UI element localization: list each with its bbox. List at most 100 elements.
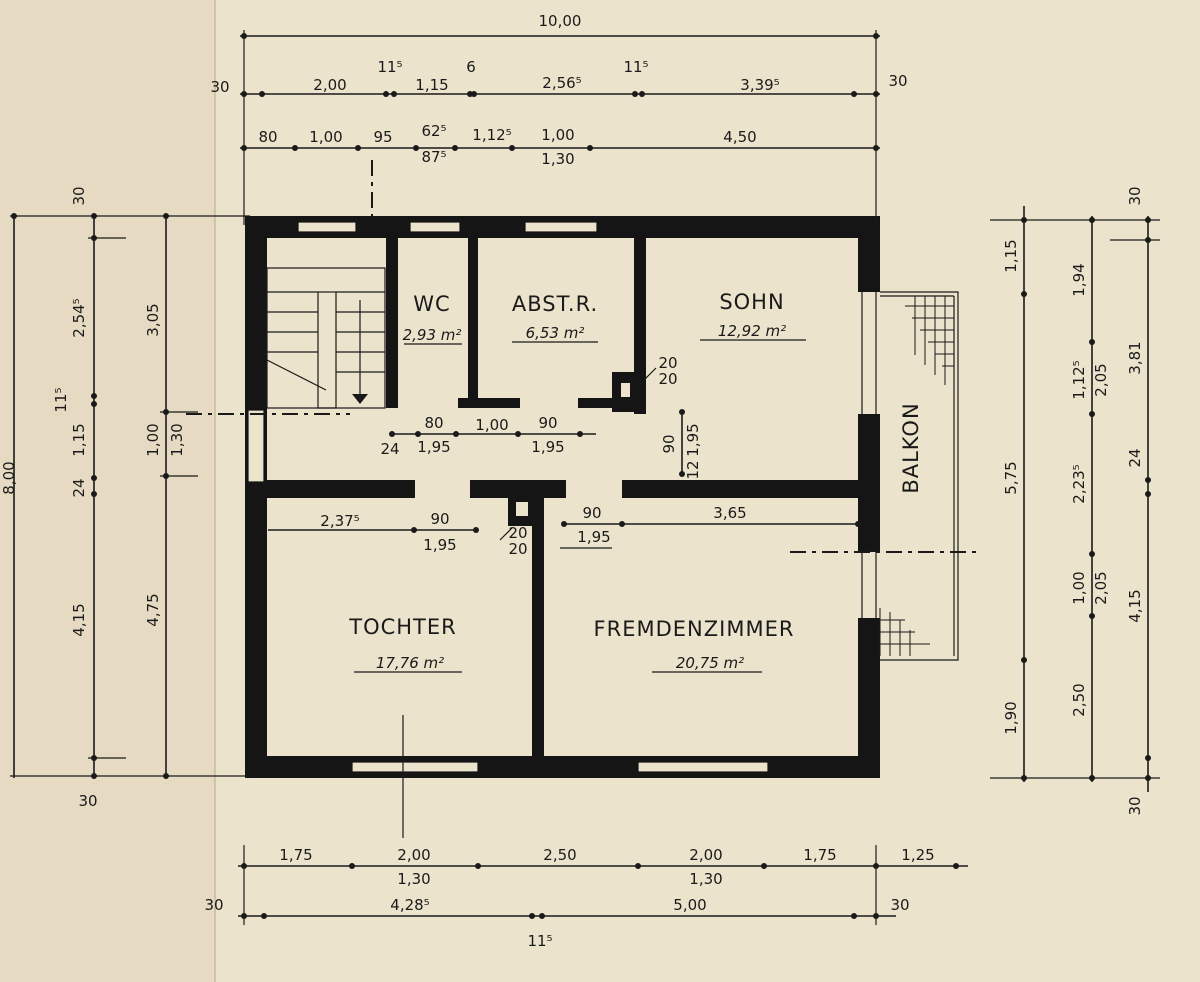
dim-right-2-e: 1,00 [1070, 571, 1088, 604]
dim-corridor-a: 24 [380, 440, 399, 458]
dim-bottom-2-b: 4,28⁵ [390, 896, 429, 914]
dim-top-2-d: 1,15 [415, 76, 448, 94]
dimensions-interior: 24 80 1,95 1,00 90 1,95 90 1,95 12 20 20… [268, 354, 861, 558]
dim-top-3-a: 80 [258, 128, 277, 146]
dim-corridor-e: 90 [538, 414, 557, 432]
dim-left-2-e: 24 [70, 478, 88, 497]
dim-right-3-e: 30 [1126, 796, 1144, 815]
dim-pillar-mid-a: 20 [508, 524, 527, 542]
interior-walls [265, 238, 860, 758]
dim-pillar-top-b: 20 [658, 370, 677, 388]
dim-right-1-b: 5,75 [1002, 461, 1020, 494]
dim-right-2-f: 2,05 [1092, 571, 1110, 604]
dim-left-3-c: 1,30 [168, 423, 186, 456]
dim-right-2-g: 2,50 [1070, 683, 1088, 716]
dimensions-right: 1,15 5,75 1,90 1,94 1,12⁵ 2,05 2,23⁵ 1,0… [990, 186, 1160, 816]
dim-fremden-a: 90 [582, 504, 601, 522]
dim-fremden-b: 1,95 [577, 528, 610, 546]
dim-top-2-e: 6 [466, 58, 476, 76]
dimensions-bottom: 1,75 2,00 1,30 2,50 2,00 1,30 1,75 1,25 … [204, 845, 968, 950]
dim-top-3-i: 4,50 [723, 128, 756, 146]
dim-top-2-f: 2,56⁵ [542, 74, 581, 92]
dim-right-3-a: 30 [1126, 186, 1144, 205]
dim-left-2-b: 2,54⁵ [70, 298, 88, 337]
dim-sohn-door-b: 1,95 [684, 423, 702, 456]
dim-left-3-a: 3,05 [144, 303, 162, 336]
dim-top-3-e: 87⁵ [421, 148, 446, 166]
dim-left-2-f: 4,15 [70, 603, 88, 636]
dim-bottom-1-h: 1,25 [901, 846, 934, 864]
dim-overall-width: 10,00 [539, 12, 582, 30]
dim-top-2-g: 11⁵ [623, 58, 648, 76]
dim-tochter-a: 2,37⁵ [320, 512, 359, 530]
room-name-wc: WC [413, 292, 450, 316]
dim-left-3-b: 1,00 [144, 423, 162, 456]
dim-right-1-c: 1,90 [1002, 701, 1020, 734]
dim-bottom-1-a: 1,75 [279, 846, 312, 864]
dim-top-3-g: 1,00 [541, 126, 574, 144]
dim-bottom-1-f: 1,30 [689, 870, 722, 888]
dim-bottom-1-b: 2,00 [397, 846, 430, 864]
dim-right-1-a: 1,15 [1002, 239, 1020, 272]
dim-bottom-2-a: 30 [204, 896, 223, 914]
dim-right-3-c: 24 [1126, 448, 1144, 467]
dim-left-3-d: 4,75 [144, 593, 162, 626]
dim-bottom-1-c: 1,30 [397, 870, 430, 888]
dim-corridor-d: 1,00 [475, 416, 508, 434]
dim-bottom-2-c: 5,00 [673, 896, 706, 914]
dim-top-2-b: 2,00 [313, 76, 346, 94]
room-name-fremdenzimmer: FREMDENZIMMER [594, 617, 795, 641]
dim-sohn-door-a: 90 [660, 434, 678, 453]
paper-fold-shade [0, 0, 215, 982]
dim-bottom-1-e: 2,00 [689, 846, 722, 864]
room-labels: WC 2,93 m² ABST.R. 6,53 m² SOHN 12,92 m²… [348, 290, 923, 673]
dim-top-2-a: 30 [210, 78, 229, 96]
dim-right-2-d: 2,23⁵ [1070, 464, 1088, 503]
dim-right-2-c: 2,05 [1092, 363, 1110, 396]
dim-left-2-c: 11⁵ [52, 387, 70, 412]
dim-top-3-d: 62⁵ [421, 122, 446, 140]
dim-bottom-1-g: 1,75 [803, 846, 836, 864]
dim-right-3-d: 4,15 [1126, 589, 1144, 622]
room-area-abst: 6,53 m² [526, 324, 585, 342]
dim-top-3-c: 95 [373, 128, 392, 146]
dim-pillar-top-a: 20 [658, 354, 677, 372]
dim-fremden-c: 3,65 [713, 504, 746, 522]
room-name-abst: ABST.R. [512, 292, 598, 316]
staircase [266, 267, 386, 409]
balcony [879, 291, 959, 661]
dim-left-2-d: 1,15 [70, 423, 88, 456]
dim-top-3-h: 1,30 [541, 150, 574, 168]
dim-corridor-c: 1,95 [417, 438, 450, 456]
room-name-sohn: SOHN [719, 290, 784, 314]
dim-tochter-b: 90 [430, 510, 449, 528]
dim-sohn-door-c: 12 [684, 460, 702, 479]
dim-top-2-i: 30 [888, 72, 907, 90]
room-area-wc: 2,93 m² [403, 326, 462, 344]
dim-pillar-mid-b: 20 [508, 540, 527, 558]
dim-tochter-c: 1,95 [423, 536, 456, 554]
dim-bottom-2-e: 11⁵ [527, 932, 552, 950]
room-name-tochter: TOCHTER [348, 615, 457, 639]
dim-bottom-2-d: 30 [890, 896, 909, 914]
dimensions-top: 10,00 30 2,00 11⁵ 1,15 6 2,56⁵ 11⁵ 3,39⁵… [210, 12, 908, 225]
room-area-fremdenzimmer: 20,75 m² [676, 654, 744, 672]
room-area-sohn: 12,92 m² [718, 322, 786, 340]
dim-corridor-b: 80 [424, 414, 443, 432]
dim-right-3-b: 3,81 [1126, 341, 1144, 374]
room-area-tochter: 17,76 m² [376, 654, 444, 672]
dim-top-3-f: 1,12⁵ [472, 126, 511, 144]
dim-right-2-b: 1,12⁵ [1070, 360, 1088, 399]
dim-right-2-a: 1,94 [1070, 263, 1088, 296]
room-name-balkon: BALKON [899, 402, 923, 493]
dim-top-2-h: 3,39⁵ [740, 76, 779, 94]
dim-top-2-c: 11⁵ [377, 58, 402, 76]
dimensions-left: 8,00 30 2,54⁵ 11⁵ 1,15 24 4,15 30 3,05 1… [0, 186, 250, 810]
dim-corridor-f: 1,95 [531, 438, 564, 456]
window-openings [247, 221, 877, 773]
dim-bottom-1-d: 2,50 [543, 846, 576, 864]
dim-left-2-a: 30 [70, 186, 88, 205]
dim-overall-depth: 8,00 [0, 461, 18, 494]
dim-top-3-b: 1,00 [309, 128, 342, 146]
